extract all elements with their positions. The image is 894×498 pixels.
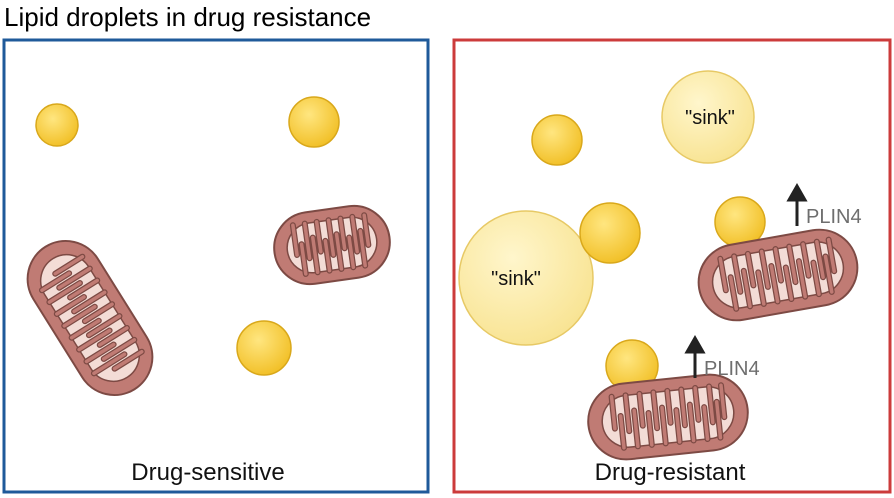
mitochondrion-icon	[587, 373, 749, 461]
plin4-marker-upper: PLIN4	[786, 182, 862, 228]
mitochondrion-icon	[26, 239, 154, 397]
mitochondrion-cristae	[609, 383, 727, 450]
drug-sensitive-panel	[2, 38, 430, 494]
sink-droplet-small: "sink"	[661, 70, 755, 164]
plin4-label: PLIN4	[806, 206, 862, 228]
mitochondrion-icon	[697, 228, 859, 322]
drug-resistant-label: Drug-resistant	[595, 459, 746, 486]
sink-droplet-large: "sink"	[458, 210, 594, 346]
up-arrow-icon	[684, 334, 706, 378]
sink-label: "sink"	[685, 107, 735, 129]
mitochondrion-icon	[273, 204, 391, 286]
mitochondrion-cristae	[718, 237, 836, 311]
lipid-droplet-icon	[288, 96, 340, 148]
lipid-droplet-icon	[236, 320, 292, 376]
up-arrow-icon	[786, 182, 808, 226]
mitochondrion-cristae	[291, 213, 371, 276]
mitochondrion-cristae	[40, 254, 144, 376]
lipid-droplet-icon	[531, 114, 583, 166]
figure-title: Lipid droplets in drug resistance	[4, 2, 372, 32]
plin4-label: PLIN4	[704, 358, 760, 380]
drug-resistant-panel	[452, 38, 892, 494]
drug-sensitive-label: Drug-sensitive	[131, 459, 284, 486]
sink-label: "sink"	[491, 268, 541, 290]
plin4-marker-lower: PLIN4	[684, 334, 760, 380]
lipid-droplet-icon	[579, 202, 641, 264]
lipid-droplet-icon	[35, 103, 79, 147]
